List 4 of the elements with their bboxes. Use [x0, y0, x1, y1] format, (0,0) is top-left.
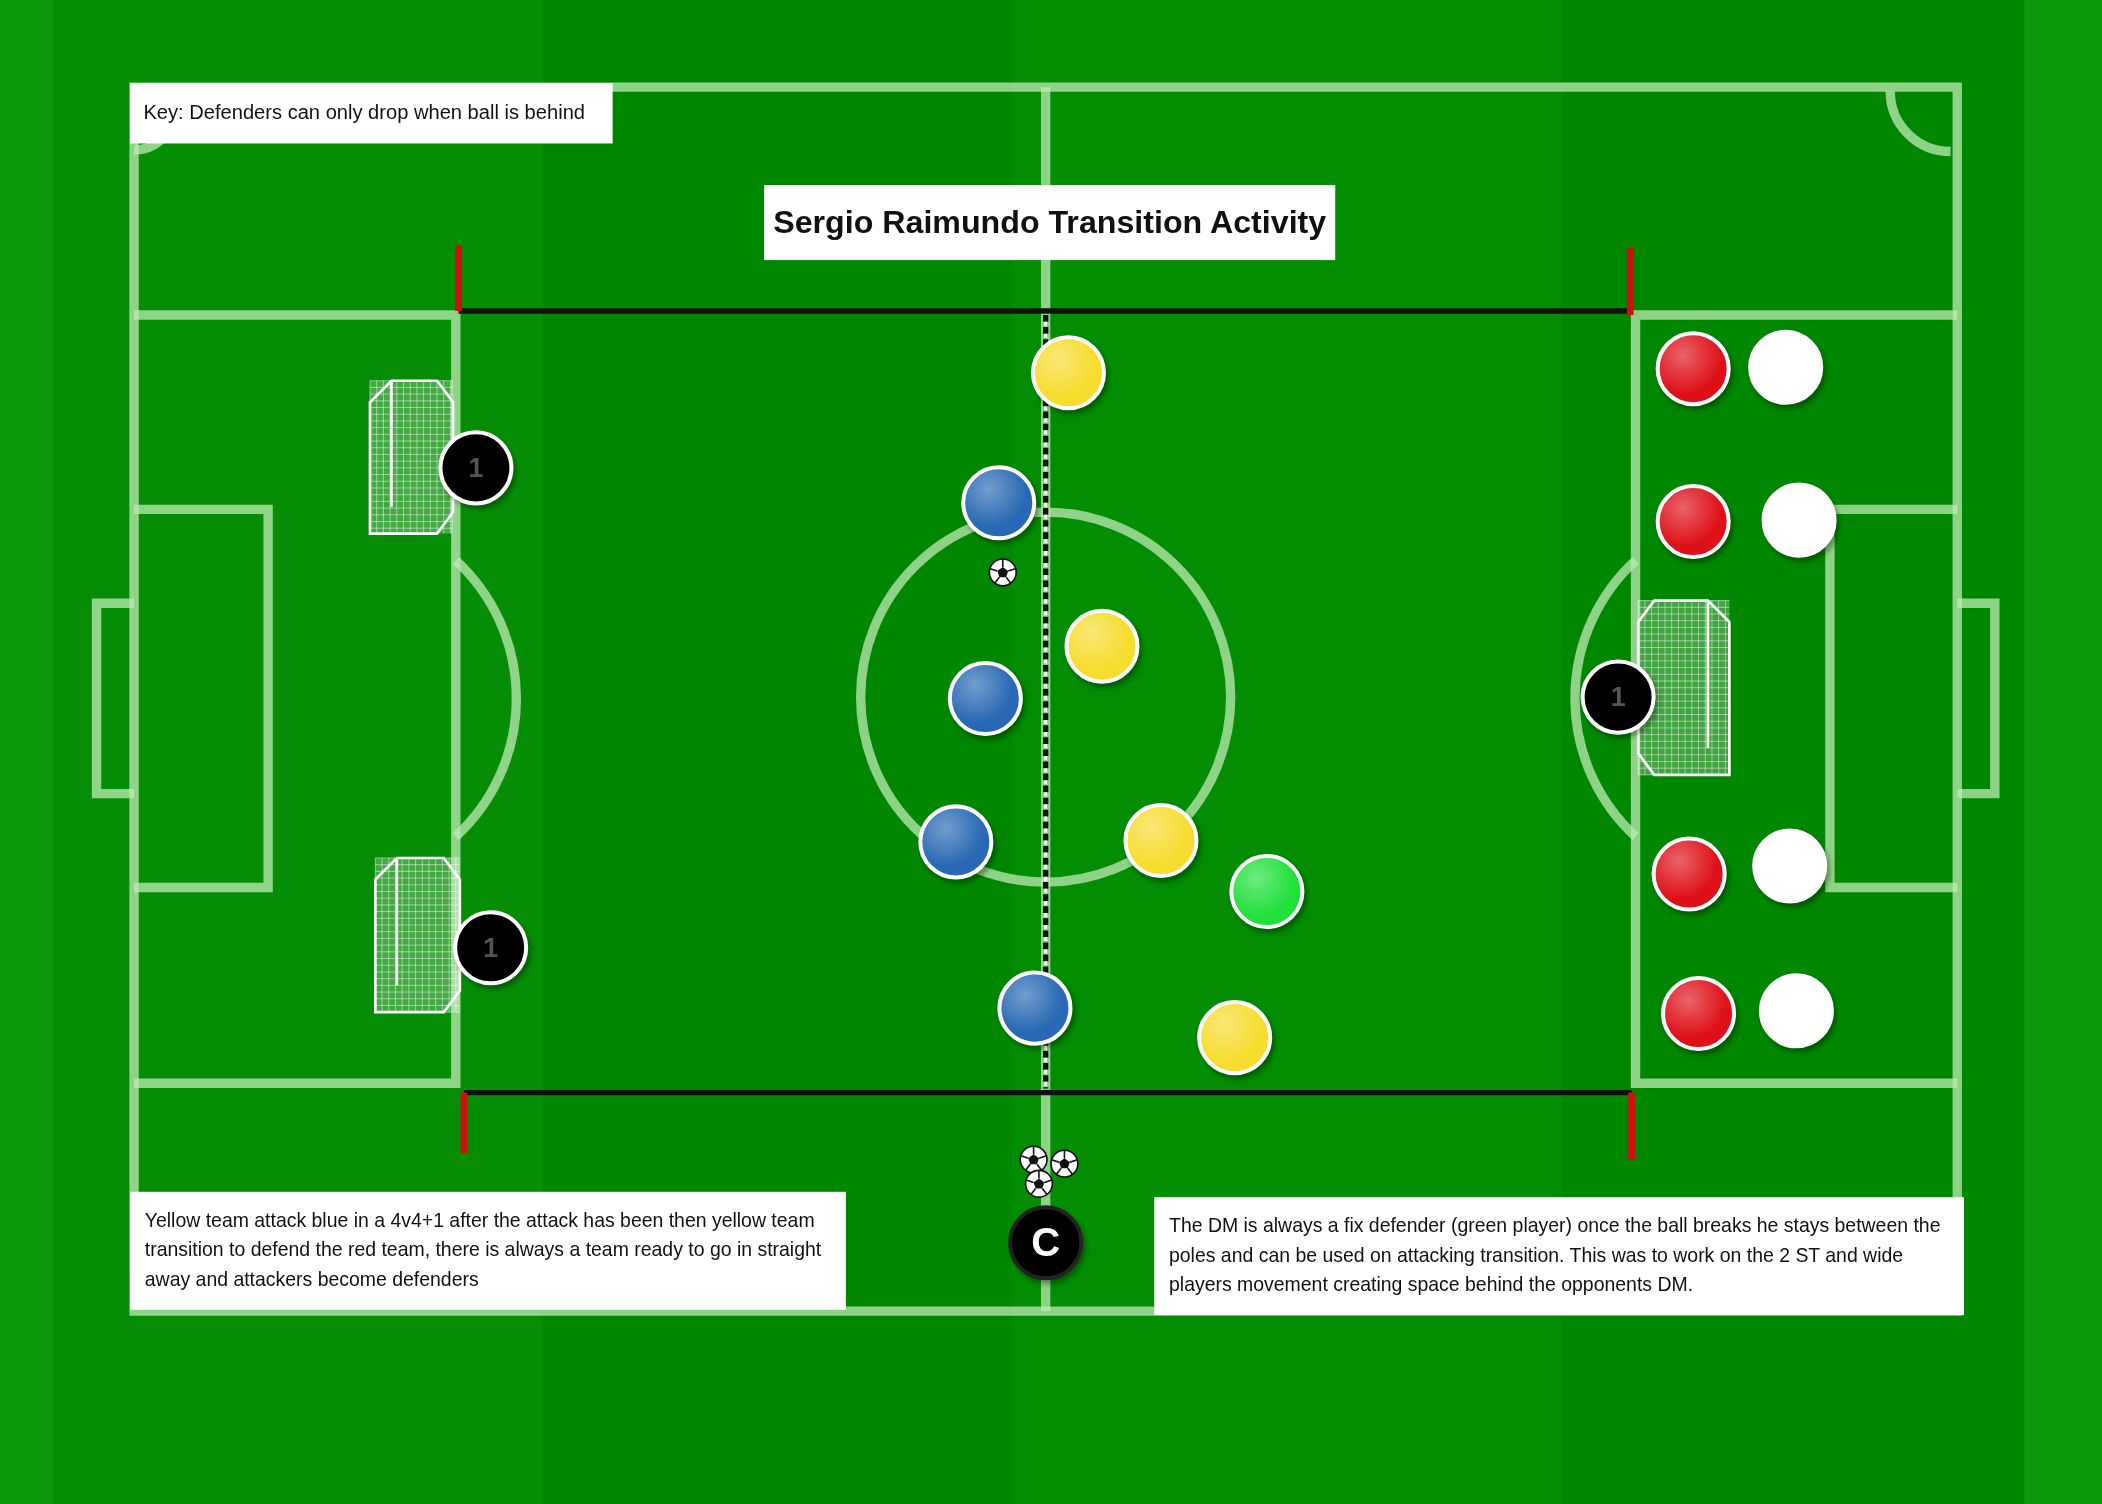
note-card: Key: Defenders can only drop when ball is behind: [130, 83, 613, 144]
title-banner: Sergio Raimundo Transition Activity: [764, 185, 1336, 261]
note-card: The DM is always a fix defender (green player) once the ball breaks he stays between the poles and can be used on attacking transition. This was to work on the 2 ST and wide players movement creating space behind the opponents DM.: [1154, 1197, 1964, 1316]
note-card: Yellow team attack blue in a 4v4+1 after the attack has been then yellow team transition to defend the red team, there is always a team ready to go in straight away and attackers become defenders: [130, 1191, 846, 1310]
